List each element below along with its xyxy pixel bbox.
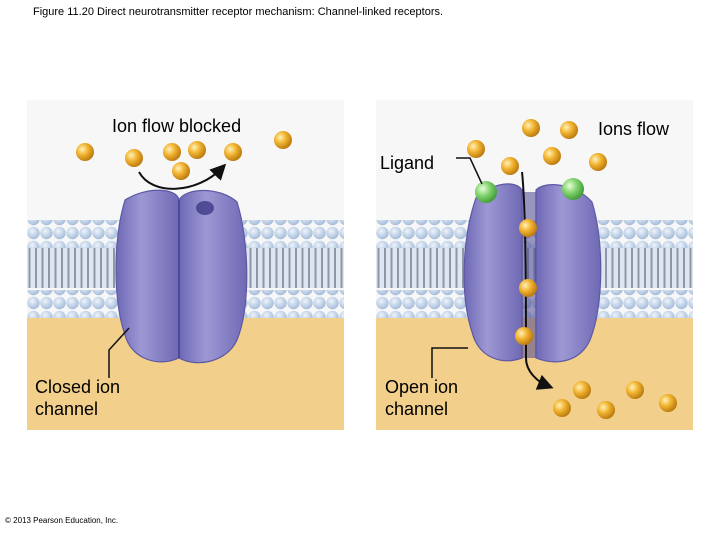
ions-extracellular <box>76 131 292 180</box>
ligand-leader <box>456 157 483 185</box>
ion <box>519 279 537 297</box>
ion <box>626 381 644 399</box>
open-channel-diagram <box>376 100 693 430</box>
ion <box>501 157 519 175</box>
closed-channel-diagram <box>27 100 344 430</box>
ligand-label: Ligand <box>380 153 435 173</box>
ion <box>573 381 591 399</box>
ion <box>543 147 561 165</box>
open-ion-channel-label: Open ion channel <box>385 377 459 419</box>
ion <box>467 140 485 158</box>
blocked-flow-arrow <box>138 163 227 190</box>
ion <box>597 401 615 419</box>
closed-channel-leader <box>108 327 130 378</box>
open-channel-leader <box>431 347 468 378</box>
closed-channel-panel: Ion flow blocked Closed ion channel <box>27 100 344 430</box>
ion <box>519 219 537 237</box>
ion <box>522 119 540 137</box>
ligand-molecule <box>562 178 584 200</box>
open-channel-panel: Ligand Ions flow Open ion channel <box>376 100 693 430</box>
ion-flow-blocked-label: Ion flow blocked <box>112 116 242 136</box>
ion <box>76 143 94 161</box>
ions <box>467 119 677 419</box>
ion <box>553 399 571 417</box>
closed-ion-channel-label: Closed ion channel <box>35 377 121 419</box>
ion <box>172 162 190 180</box>
closed-receptor-protein <box>115 189 248 364</box>
ligand-molecule <box>475 181 497 203</box>
copyright-notice: © 2013 Pearson Education, Inc. <box>5 516 119 525</box>
ion <box>163 143 181 161</box>
ion <box>659 394 677 412</box>
ion <box>515 327 533 345</box>
ion <box>589 153 607 171</box>
ion <box>274 131 292 149</box>
ions-flow-label: Ions flow <box>598 119 670 139</box>
ion <box>224 143 242 161</box>
ion <box>188 141 206 159</box>
figure-title: Figure 11.20 Direct neurotransmitter rec… <box>33 6 444 18</box>
ion <box>125 149 143 167</box>
ion <box>560 121 578 139</box>
